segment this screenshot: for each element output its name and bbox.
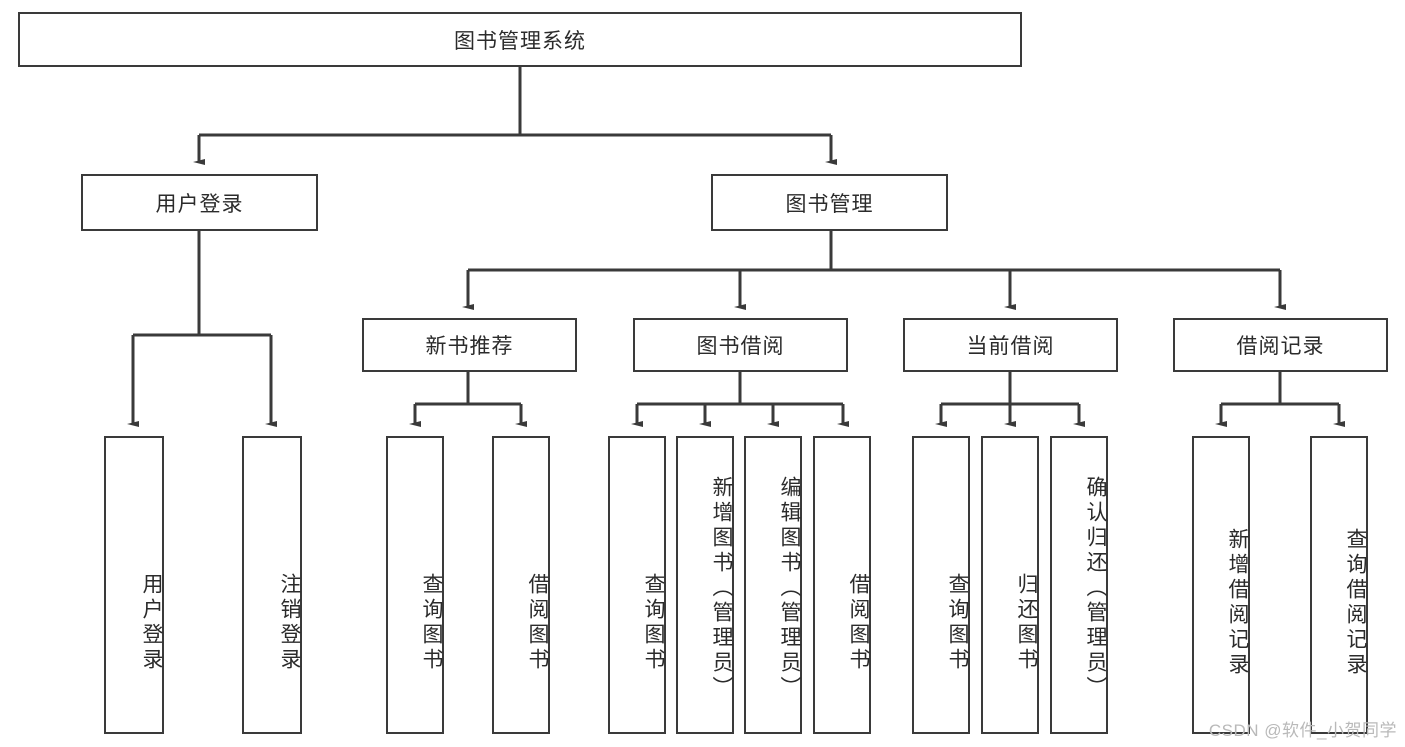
node-user-login[interactable]: 用户登录: [81, 174, 318, 231]
node-book-borrow[interactable]: 图书借阅: [633, 318, 848, 372]
leaf-query-book-recommend[interactable]: 查询图书: [386, 436, 444, 734]
leaf-logout[interactable]: 注销登录: [242, 436, 302, 734]
leaf-borrow-book[interactable]: 借阅图书: [813, 436, 871, 734]
leaf-query-book-borrow[interactable]: 查询图书: [608, 436, 666, 734]
leaf-user-login[interactable]: 用户登录: [104, 436, 164, 734]
leaf-add-book-admin[interactable]: 新增图书（管理员）: [676, 436, 734, 734]
leaf-add-borrow-record[interactable]: 新增借阅记录: [1192, 436, 1250, 734]
leaf-query-book-current[interactable]: 查询图书: [912, 436, 970, 734]
node-book-management[interactable]: 图书管理: [711, 174, 948, 231]
node-current-borrow[interactable]: 当前借阅: [903, 318, 1118, 372]
leaf-return-book[interactable]: 归还图书: [981, 436, 1039, 734]
watermark-text: CSDN @软件_小贺同学: [1208, 721, 1397, 740]
leaf-confirm-return-admin[interactable]: 确认归还（管理员）: [1050, 436, 1108, 734]
node-root[interactable]: 图书管理系统: [18, 12, 1022, 67]
leaf-borrow-book-recommend[interactable]: 借阅图书: [492, 436, 550, 734]
leaf-edit-book-admin[interactable]: 编辑图书（管理员）: [744, 436, 802, 734]
node-new-book-recommend[interactable]: 新书推荐: [362, 318, 577, 372]
node-borrow-record[interactable]: 借阅记录: [1173, 318, 1388, 372]
leaf-query-borrow-record[interactable]: 查询借阅记录: [1310, 436, 1368, 734]
